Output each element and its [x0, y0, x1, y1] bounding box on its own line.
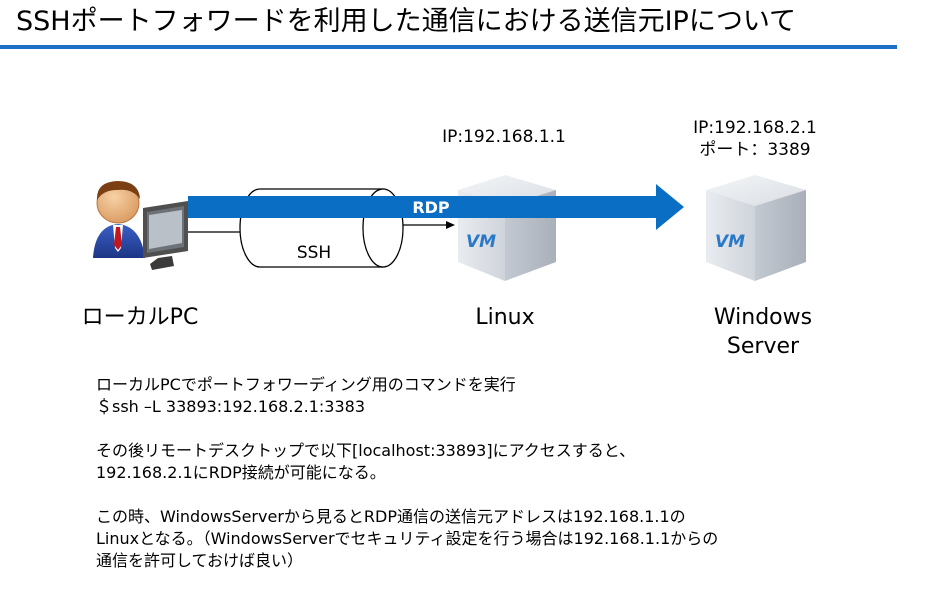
linux-label: Linux: [475, 305, 534, 330]
title-underline: [0, 45, 897, 49]
vm-logo: VM: [715, 232, 745, 252]
windows-ip-label: IP:192.168.2.1: [693, 118, 817, 138]
command-line: ＄ssh –L 33893:192.168.2.1:3383: [96, 397, 365, 416]
notes-line: その後リモートデスクトップで以下[localhost:33893]にアクセスする…: [96, 441, 636, 460]
notes-line: ローカルPCでポートフォワーディング用のコマンドを実行: [96, 375, 516, 394]
network-diagram: SSH VM VM RDP IP:192.168.1.1 IP:192.168.…: [82, 118, 817, 359]
notes-line: この時、WindowsServerから見るとRDP通信の送信元アドレスは192.…: [96, 507, 686, 526]
rdp-label: RDP: [412, 198, 450, 217]
notes-line: 通信を許可しておけば良い）: [96, 551, 304, 570]
explanation-notes: ローカルPCでポートフォワーディング用のコマンドを実行 ＄ssh –L 3389…: [96, 374, 718, 572]
windows-port-label: ポート：3389: [699, 140, 810, 160]
notes-line: 192.168.2.1にRDP接続が可能になる。: [96, 463, 386, 482]
windows-label-line2: Server: [727, 334, 800, 359]
local-pc-label: ローカルPC: [82, 305, 199, 330]
tunnel-to-linux-arrow: [403, 221, 455, 229]
ssh-label: SSH: [297, 243, 331, 263]
rdp-arrow: RDP: [188, 184, 684, 230]
vm-cube-icon: VM: [458, 175, 556, 281]
vm-logo: VM: [466, 232, 496, 252]
vm-cube-icon: VM: [706, 175, 806, 281]
linux-ip-label: IP:192.168.1.1: [442, 127, 566, 147]
windows-label-line1: Windows: [714, 305, 812, 330]
notes-line: Linuxとなる。（WindowsServerでセキュリティ設定を行う場合は19…: [96, 529, 719, 548]
user-computer-icon: [93, 181, 188, 270]
page-title: SSHポートフォワードを利用した通信における送信元IPについて: [16, 6, 797, 37]
